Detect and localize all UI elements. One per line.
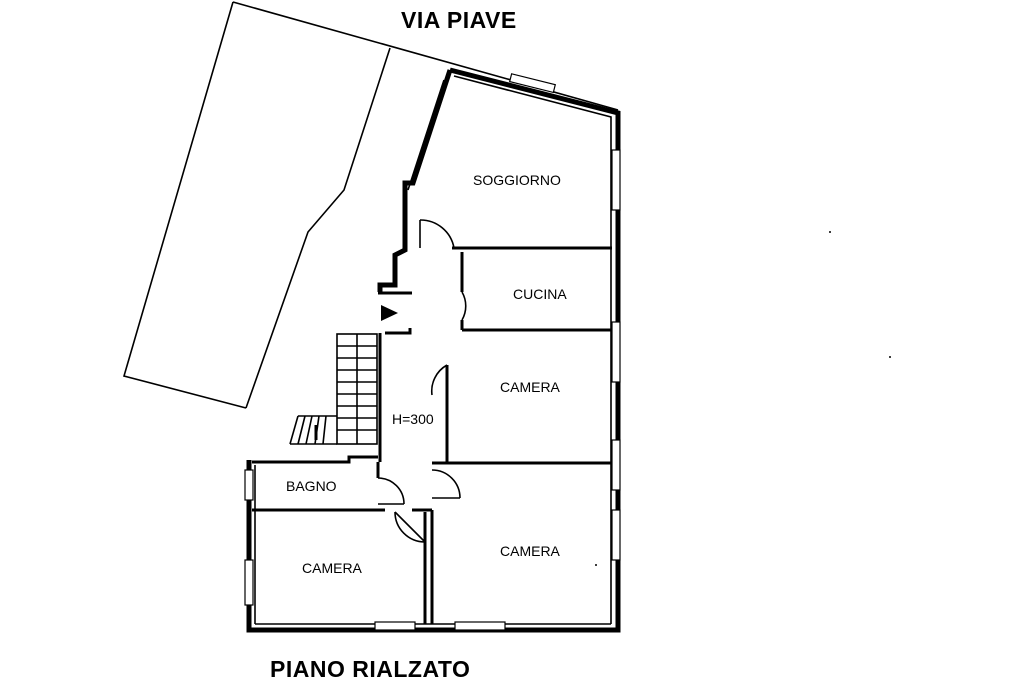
door-swings [377, 219, 467, 543]
staircase-icon [289, 333, 378, 445]
east-windows [244, 73, 621, 631]
stray-dot [889, 356, 891, 358]
room-label-camera: CAMERA [302, 560, 362, 576]
floor-name: PIANO RIALZATO [270, 656, 471, 682]
entrance-arrow-icon [381, 305, 398, 321]
stray-dot [829, 231, 831, 233]
street-name: VIA PIAVE [401, 7, 517, 33]
room-label-camera: CAMERA [500, 543, 560, 559]
room-label-camera: CAMERA [500, 379, 560, 395]
stray-dot [595, 564, 597, 566]
room-label-soggiorno: SOGGIORNO [473, 172, 561, 188]
courtyard-outline [123, 1, 619, 409]
room-label-bagno: BAGNO [286, 478, 337, 494]
ceiling-height-note: H=300 [392, 411, 434, 427]
room-label-cucina: CUCINA [513, 286, 567, 302]
interior-walls [252, 246, 612, 624]
